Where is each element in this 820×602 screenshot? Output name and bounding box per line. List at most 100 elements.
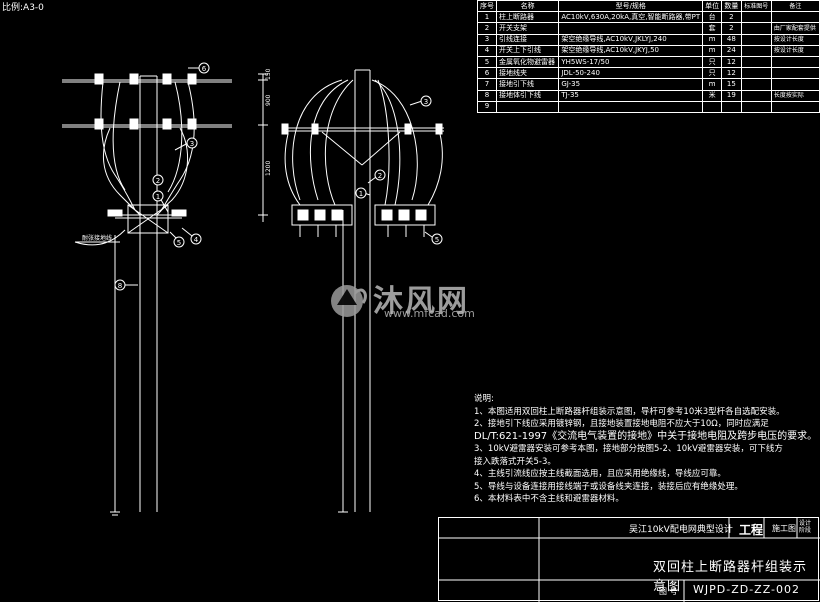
bom-header-cell: 名称 (495, 0, 560, 13)
bom-cell-ref (740, 89, 772, 102)
drawing-title: 双回柱上断路器杆组装示意图 (653, 560, 808, 594)
bom-header-cell: 数量 (721, 0, 742, 13)
bom-cell-no: 8 (477, 89, 497, 102)
bom-cell-ref (740, 33, 772, 46)
dim-1200: 1200 (265, 161, 272, 176)
callout-5: 5 (177, 239, 181, 247)
callout-4: 4 (194, 236, 199, 244)
bom-cell-ref (740, 67, 772, 80)
bom-header-cell: 标准图号 (740, 0, 772, 13)
callout-6-circle (198, 62, 210, 74)
callout-2: 2 (156, 177, 160, 185)
callout-3-right-circle (420, 95, 432, 107)
bom-cell-unit: m (702, 78, 723, 91)
bom-cell-spec: YH5WS-17/50 (558, 55, 704, 69)
bom-cell-note (770, 78, 820, 91)
bom-cell-no: 7 (477, 78, 497, 91)
callout-4-circle (190, 233, 202, 245)
project-name: 吴江10kV配电网典型设计 (629, 525, 733, 535)
callout-1-circle (152, 190, 164, 202)
bom-cell-no: 2 (477, 22, 497, 35)
bom-cell-unit: 只 (702, 67, 723, 80)
note-line: 6、本材料表中不含主线和避雷器材料。 (474, 494, 624, 504)
note-line: 接入跌落式开关5-3。 (474, 456, 556, 467)
callout-3: 3 (190, 140, 194, 148)
bom-cell-name: 接地引下线 (495, 78, 560, 91)
bom-cell-note: 长度按实际 (770, 89, 820, 102)
bom-cell-qty: 48 (721, 33, 742, 46)
callout-8-circle (114, 279, 126, 291)
bom-cell-name: 开关支架 (495, 22, 560, 35)
bom-cell-spec: TJ-35 (558, 89, 704, 102)
bom-cell-no: 5 (477, 55, 497, 69)
bom-cell-name: 开关上下引线 (495, 44, 560, 57)
callout-1-right-circle (355, 187, 367, 199)
watermark-text: 沐风网 (373, 284, 469, 319)
bom-cell-spec (558, 22, 704, 35)
callout-5-circle (173, 236, 185, 248)
bom-cell-no: 4 (477, 44, 497, 57)
bom-cell-note (770, 67, 820, 80)
frame-label: 比例:A3-0 (0, 0, 46, 13)
bom-cell-qty: 24 (721, 44, 742, 57)
bom-cell-ref (740, 22, 772, 35)
bom-cell-name: 接地线夹 (495, 67, 560, 80)
bom-cell-unit: 米 (702, 89, 723, 102)
note-line: 5、导线与设备连接用接线端子或设备线夹连接，装接后应有绝缘处理。 (474, 481, 743, 492)
bom-cell-ref (740, 78, 772, 91)
bom-cell-note: 按设计长度 (770, 33, 820, 46)
bom-cell-spec: 架空绝缘导线,AC10kV,JKYJ,50 (558, 44, 704, 57)
callout-6: 6 (202, 65, 207, 73)
bom-cell-spec: JDL-50-240 (558, 67, 704, 80)
bom-cell-note: 由厂家配套提供 (770, 22, 820, 35)
bom-header-cell: 备注 (770, 0, 820, 13)
bom-row: 9 (477, 100, 820, 113)
bom-cell-unit: 只 (702, 55, 723, 69)
bom-cell-note: 按设计长度 (770, 44, 820, 57)
note-line: DL/T:621-1997《交流电气装置的接地》中关于接地电阻及跨步电压的要求。 (474, 430, 818, 442)
bom-cell-qty: 2 (721, 11, 742, 24)
callout-1-right: 1 (359, 190, 363, 198)
bom-cell-spec (558, 100, 704, 113)
bom-cell-ref (740, 44, 772, 57)
design-stage-label: 设计 阶段 (799, 520, 812, 534)
bom-header-row: 序号名称型号/规格单位数量标准图号备注 (477, 0, 820, 13)
bom-header-cell: 单位 (702, 0, 723, 13)
bom-cell-ref (740, 55, 772, 69)
callout-2-circle (152, 174, 164, 186)
bom-cell-ref (740, 11, 772, 24)
bom-cell-unit: m (702, 33, 723, 46)
title-block-grid (439, 518, 820, 602)
bom-cell-ref (740, 100, 772, 113)
watermark-logo-icon (331, 285, 367, 317)
bom-cell-note (770, 11, 820, 24)
notes-heading: 说明: (474, 394, 494, 404)
bom-cell-unit: 台 (702, 11, 723, 24)
bom-cell-qty: 12 (721, 55, 742, 69)
bom-cell-spec: GJ-35 (558, 78, 704, 91)
bom-cell-qty: 15 (721, 78, 742, 91)
bom-cell-no: 6 (477, 67, 497, 80)
drawing-number-label: 图 号 (659, 587, 678, 596)
project-suffix: 工程 (739, 523, 764, 537)
notes-block: 说明: 1、本图适用双回柱上断路器杆组装示意图，导杆可参考10米3型杆各自选配安… (474, 393, 818, 506)
callout-5-right: 5 (435, 236, 439, 244)
right-pole-view (281, 69, 444, 513)
callout-2-right-circle (374, 169, 386, 181)
drawing-number: WJPD-ZD-ZZ-002 (693, 583, 801, 596)
bom-cell-unit: 套 (702, 22, 723, 35)
note-line: 1、本图适用双回柱上断路器杆组装示意图，导杆可参考10米3型杆各自选配安装。 (474, 406, 785, 417)
note-line: 2、接地引下线应采用镀锌钢，且接地装置接地电阻不应大于10Ω，同时应满足 (474, 419, 769, 429)
bom-cell-name: 柱上断路器 (495, 11, 560, 24)
bom-cell-qty: 19 (721, 89, 742, 102)
bom-header-cell: 型号/规格 (558, 0, 704, 13)
bom-cell-name: 引线连接 (495, 33, 560, 46)
bom-header-cell: 序号 (477, 0, 497, 13)
callout-3-circle (186, 137, 198, 149)
